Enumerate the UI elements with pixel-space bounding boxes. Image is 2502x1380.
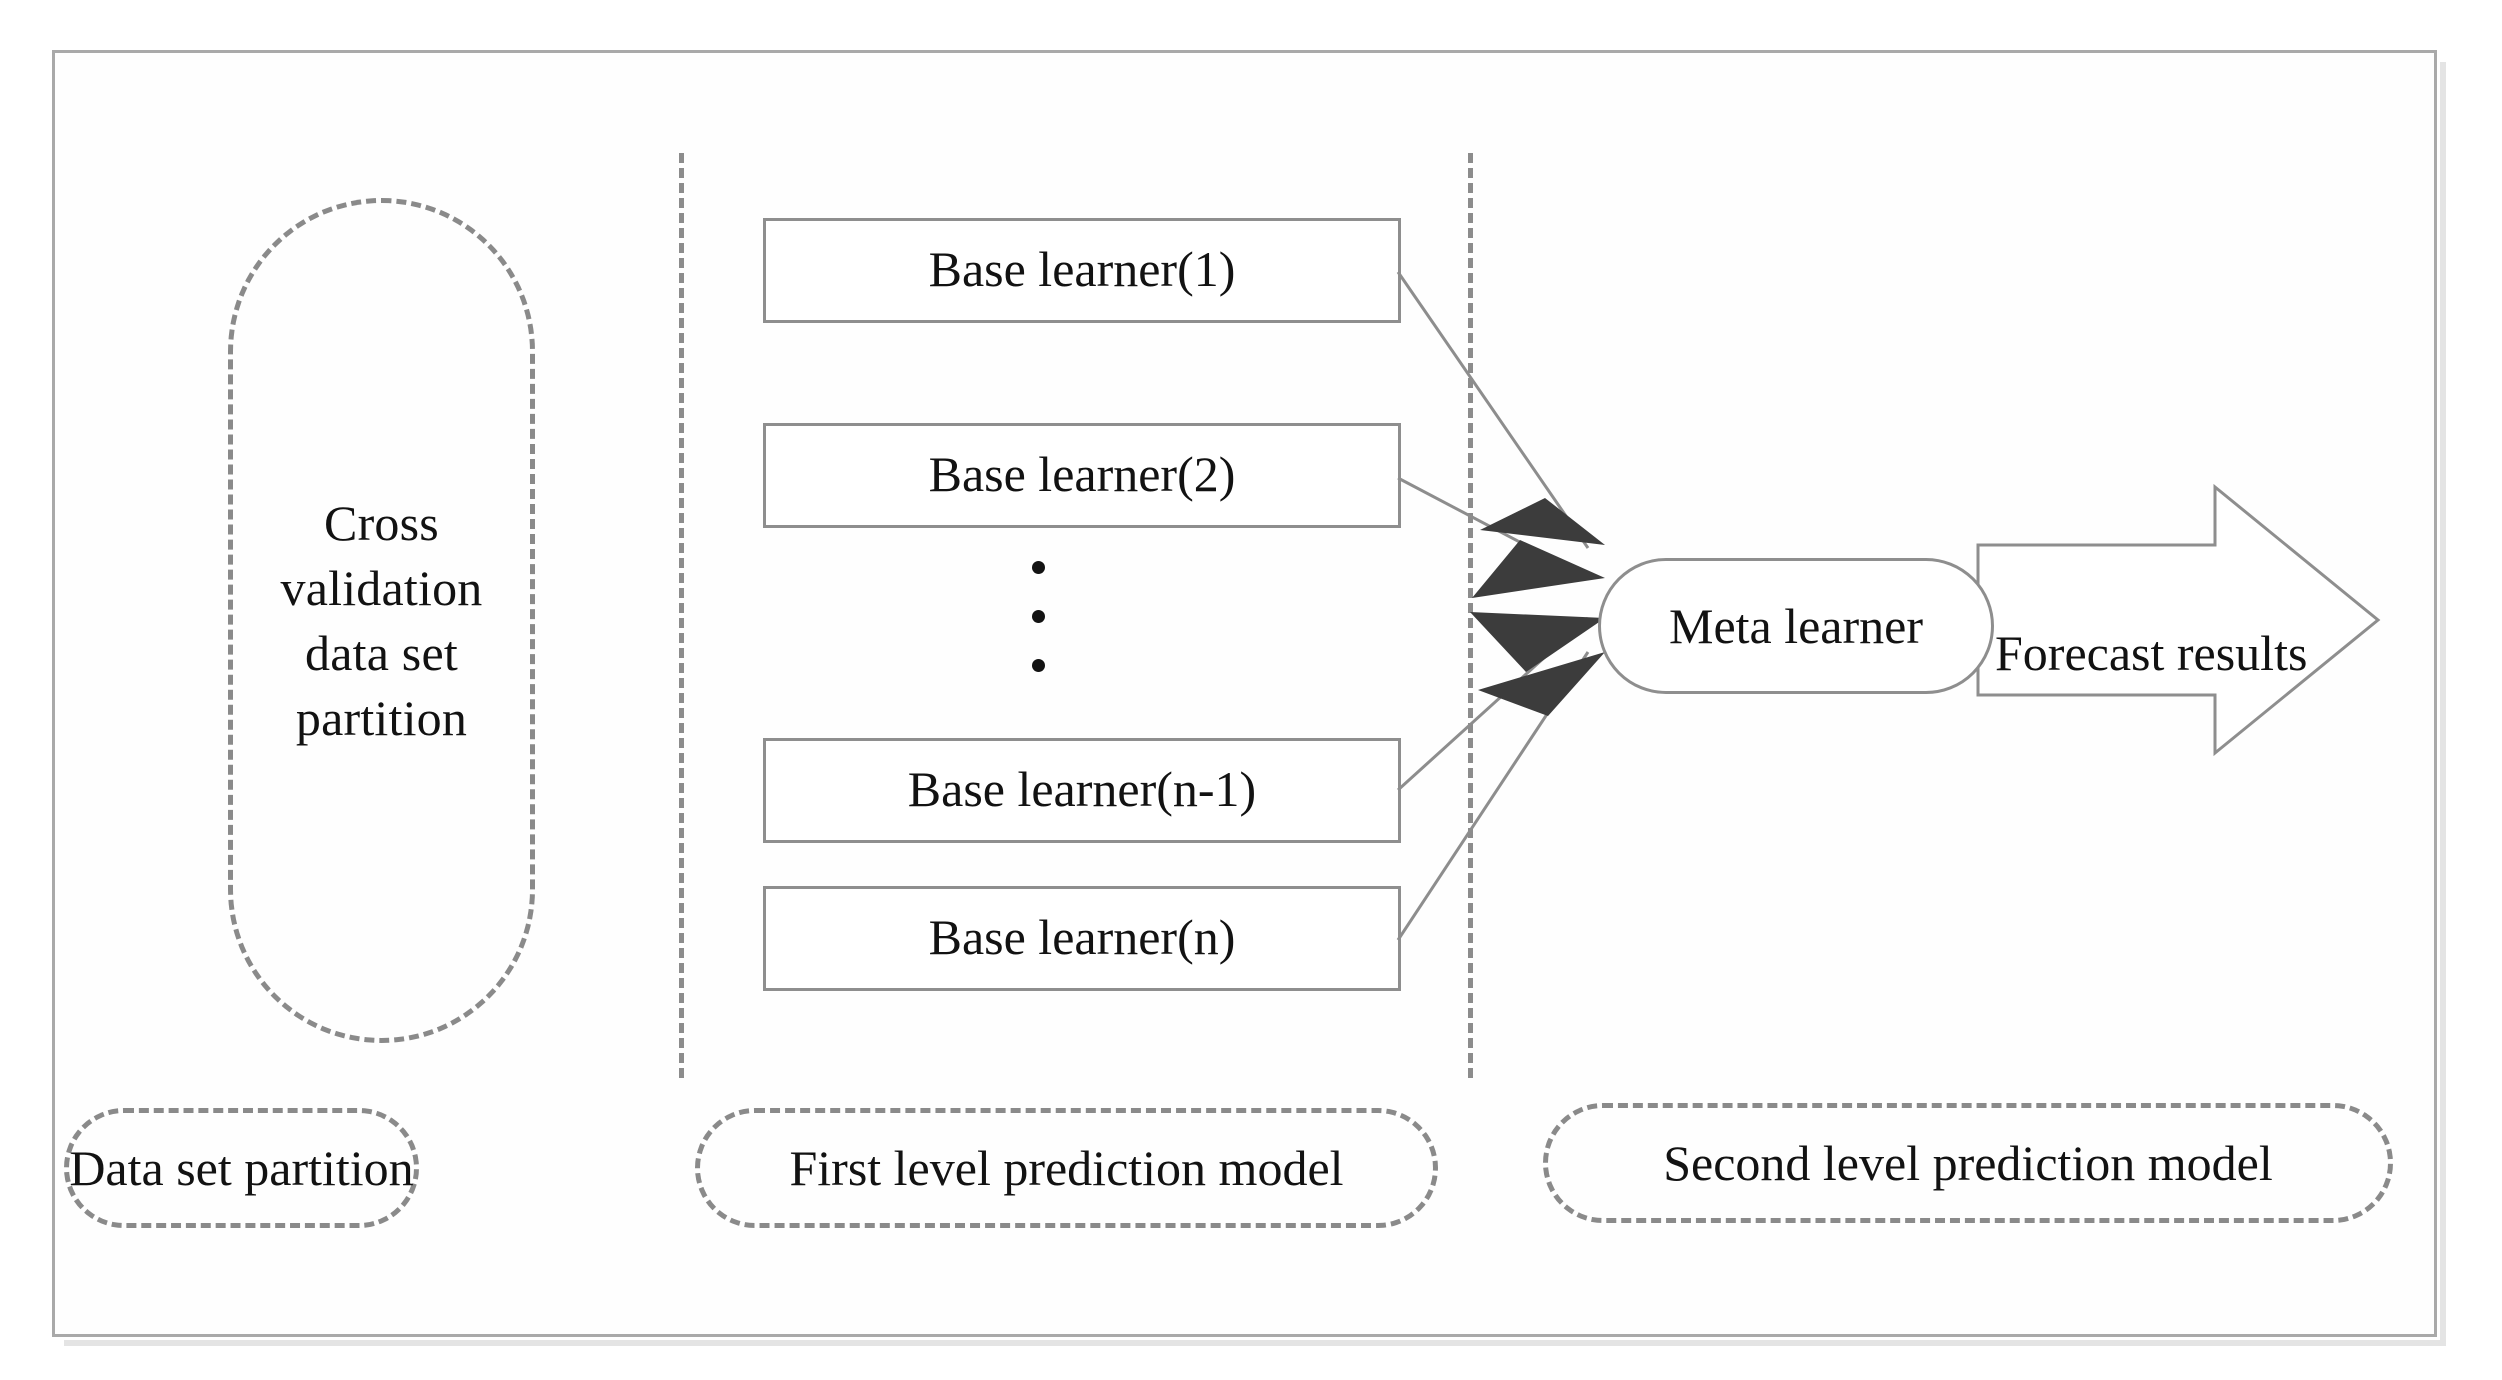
base-learner-box-1[interactable]: Base learner(1)	[763, 218, 1401, 323]
meta-learner-node[interactable]: Meta learner	[1598, 558, 1994, 694]
capsule-line-2: validation	[280, 559, 483, 616]
stage-pill-label-1: Data set partition	[69, 1140, 414, 1196]
ellipsis-dot-3	[1032, 659, 1045, 672]
base-learner-label-4: Base learner(n)	[928, 908, 1236, 965]
forecast-results-label: Forecast results	[1995, 625, 2308, 681]
dataset-partition-label: Cross validation data set partition	[281, 491, 483, 751]
base-learner-box-2[interactable]: Base learner(2)	[763, 423, 1401, 528]
ellipsis-dot-2	[1032, 610, 1045, 623]
meta-learner-label: Meta learner	[1668, 598, 1923, 654]
stage-pill-label-3: Second level prediction model	[1663, 1135, 2273, 1191]
dataset-partition-capsule[interactable]: Cross validation data set partition	[228, 198, 535, 1043]
base-learner-label-1: Base learner(1)	[928, 240, 1236, 297]
base-learner-box-3[interactable]: Base learner(n-1)	[763, 738, 1401, 843]
base-learner-label-2: Base learner(2)	[928, 445, 1236, 502]
stage-pill-data-set-partition[interactable]: Data set partition	[64, 1108, 419, 1228]
capsule-line-3: data set	[305, 624, 458, 681]
forecast-results-label-wrap: Forecast results	[1995, 623, 2415, 683]
base-learner-label-3: Base learner(n-1)	[907, 760, 1257, 817]
stage-pill-second-level[interactable]: Second level prediction model	[1543, 1103, 2393, 1223]
capsule-line-4: partition	[295, 689, 468, 746]
stage-pill-first-level[interactable]: First level prediction model	[695, 1108, 1438, 1228]
capsule-line-1: Cross	[324, 494, 439, 551]
base-learner-box-4[interactable]: Base learner(n)	[763, 886, 1401, 991]
stage-divider-2	[1468, 153, 1473, 1078]
ellipsis-dot-1	[1032, 561, 1045, 574]
stage-divider-1	[679, 153, 684, 1078]
ellipsis-dots	[1032, 543, 1045, 690]
stage-pill-label-2: First level prediction model	[789, 1140, 1344, 1196]
diagram-frame: Cross validation data set partition Base…	[52, 50, 2437, 1337]
